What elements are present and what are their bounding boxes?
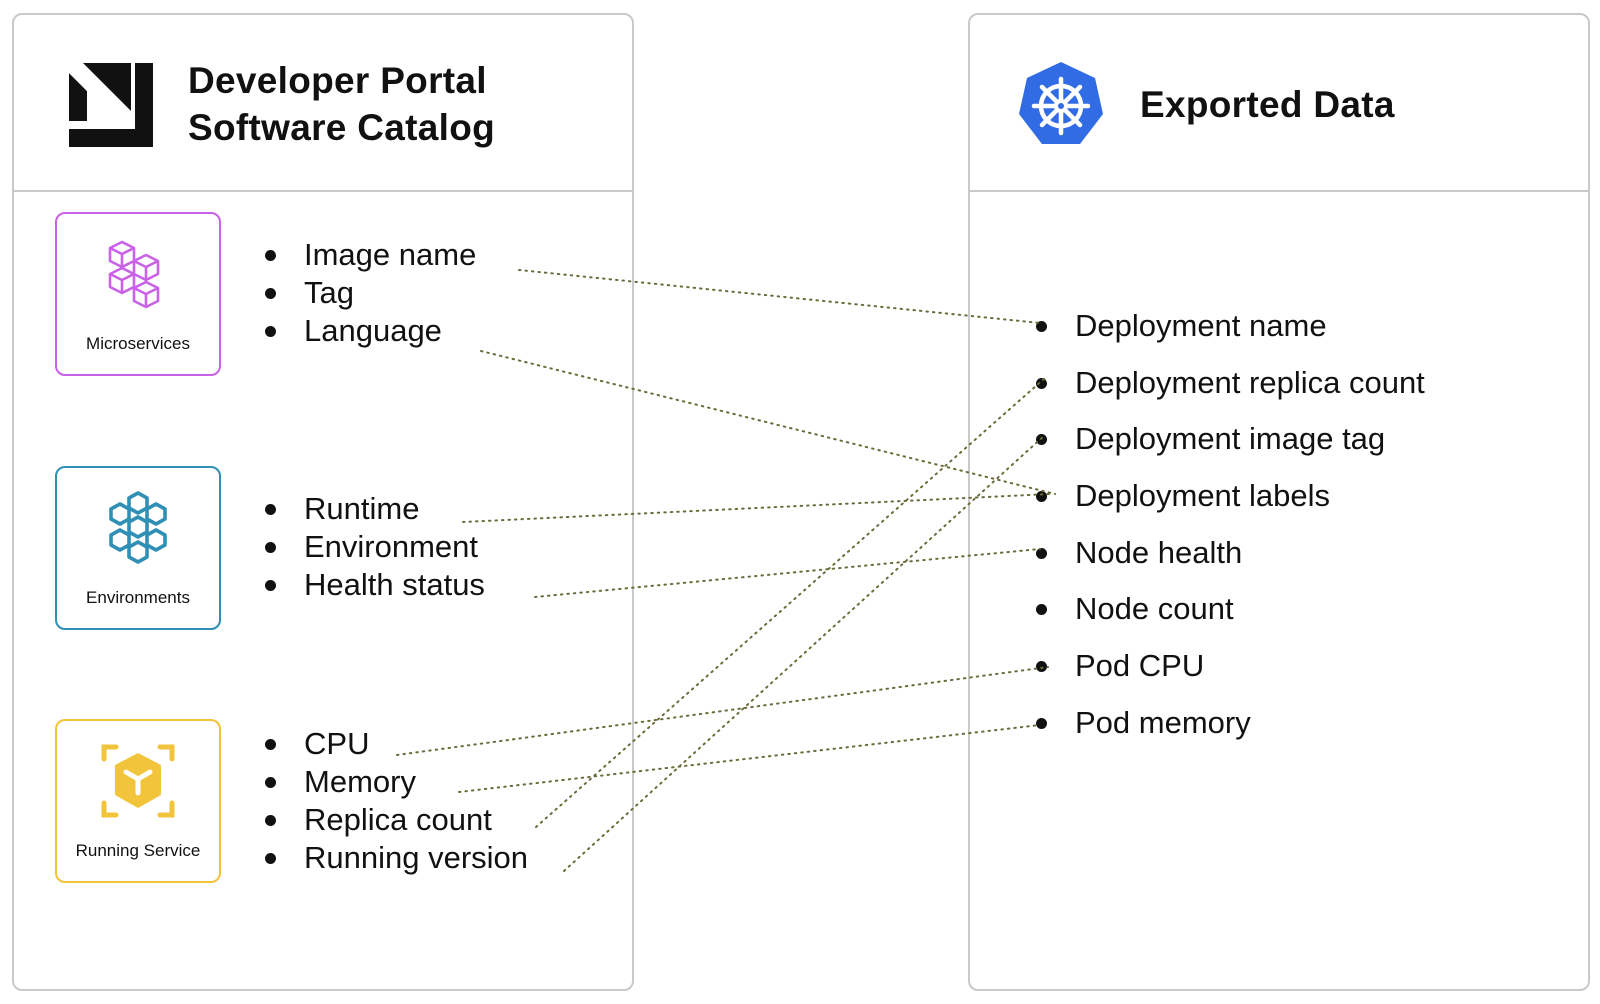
developer-portal-logo-icon xyxy=(69,63,153,147)
field-memory: Memory xyxy=(264,763,528,801)
field-running-version: Running version xyxy=(264,839,528,877)
exported-item-pod-memory: Pod memory xyxy=(1035,695,1425,752)
card-label: Microservices xyxy=(86,334,190,353)
field-replica-count: Replica count xyxy=(264,801,528,839)
exported-item-deployment-image-tag: Deployment image tag xyxy=(1035,411,1425,468)
field-image-name: Image name xyxy=(264,236,476,274)
microservices-card: Microservices xyxy=(55,212,221,376)
field-language: Language xyxy=(264,312,476,350)
panel-divider xyxy=(970,190,1588,192)
panel-title: Exported Data xyxy=(1140,84,1395,125)
exported-item-pod-cpu: Pod CPU xyxy=(1035,638,1425,695)
panel-divider xyxy=(14,190,632,192)
card-label: Running Service xyxy=(75,841,201,860)
cubes-icon xyxy=(108,240,160,309)
running-service-field-list: CPU Memory Replica count Running version xyxy=(264,725,528,877)
card-label: Environments xyxy=(86,588,190,607)
environments-card: Environments xyxy=(55,466,221,630)
exported-item-deployment-name: Deployment name xyxy=(1035,298,1425,355)
focused-cube-icon xyxy=(101,744,175,818)
panel-title: Developer Portal Software Catalog xyxy=(188,57,495,151)
panel-title-line: Software Catalog xyxy=(188,107,496,148)
panel-title-line: Developer Portal xyxy=(188,60,487,101)
hexagons-icon xyxy=(109,491,167,564)
exported-item-node-health: Node health xyxy=(1035,525,1425,582)
kubernetes-helm-icon xyxy=(1019,62,1103,144)
field-health-status: Health status xyxy=(264,566,485,604)
environments-field-list: Runtime Environment Health status xyxy=(264,490,485,604)
exported-item-deployment-replica-count: Deployment replica count xyxy=(1035,355,1425,412)
field-runtime: Runtime xyxy=(264,490,485,528)
exported-data-panel: Exported Data Deployment name Deployment… xyxy=(968,13,1590,991)
exported-item-deployment-labels: Deployment labels xyxy=(1035,468,1425,525)
microservices-field-list: Image name Tag Language xyxy=(264,236,476,350)
exported-data-list: Deployment name Deployment replica count… xyxy=(1035,298,1425,752)
field-tag: Tag xyxy=(264,274,476,312)
field-environment: Environment xyxy=(264,528,485,566)
field-cpu: CPU xyxy=(264,725,528,763)
exported-item-node-count: Node count xyxy=(1035,581,1425,638)
running-service-card: Running Service xyxy=(55,719,221,883)
